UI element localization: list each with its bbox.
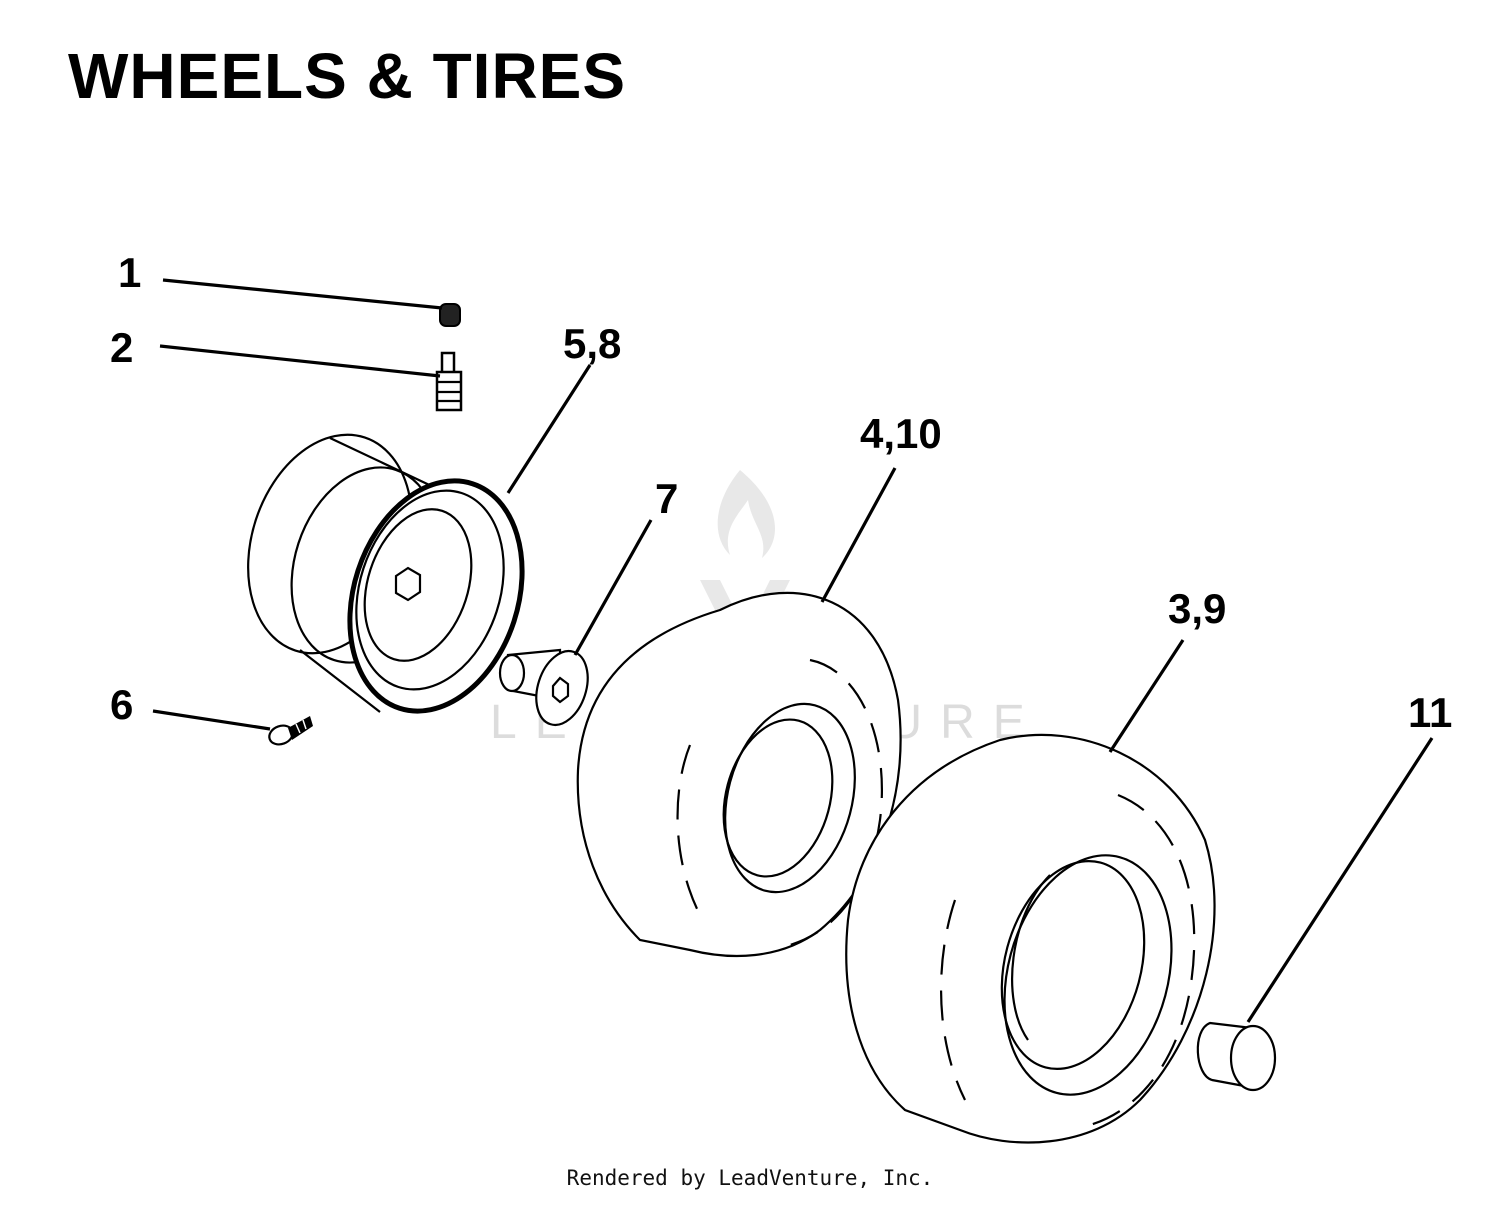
- part-bolt: [268, 716, 313, 746]
- page-title: WHEELS & TIRES: [68, 40, 627, 112]
- leader-7: [573, 519, 653, 656]
- part-valve-stem: [435, 351, 463, 412]
- leader-6: [152, 709, 271, 731]
- callout-2: 2: [110, 324, 133, 371]
- callout-3-9: 3,9: [1168, 585, 1226, 632]
- callout-7: 7: [655, 475, 678, 522]
- footer-credit: Rendered by LeadVenture, Inc.: [566, 1166, 934, 1190]
- part-valve-cap: [439, 303, 461, 327]
- part-rim: [247, 433, 525, 714]
- leader-5-8: [506, 364, 592, 494]
- leader-lines: [152, 278, 1434, 1023]
- callout-5-8: 5,8: [563, 320, 621, 367]
- part-hub-cap: [1196, 1021, 1277, 1092]
- leader-1: [162, 278, 443, 310]
- leader-2: [159, 344, 441, 378]
- callout-1: 1: [118, 249, 141, 296]
- callout-4-10: 4,10: [860, 410, 942, 457]
- leader-4-10: [820, 467, 897, 603]
- part-tire-front: [576, 591, 902, 958]
- part-bushing: [498, 648, 589, 726]
- callout-6: 6: [110, 681, 133, 728]
- callouts: 1 2 5,8 6 7 4,10 3,9 11: [110, 249, 1452, 736]
- leader-11: [1246, 737, 1434, 1023]
- leader-3-9: [1108, 639, 1185, 753]
- part-tire-rear: [845, 733, 1216, 1144]
- callout-11: 11: [1408, 689, 1452, 736]
